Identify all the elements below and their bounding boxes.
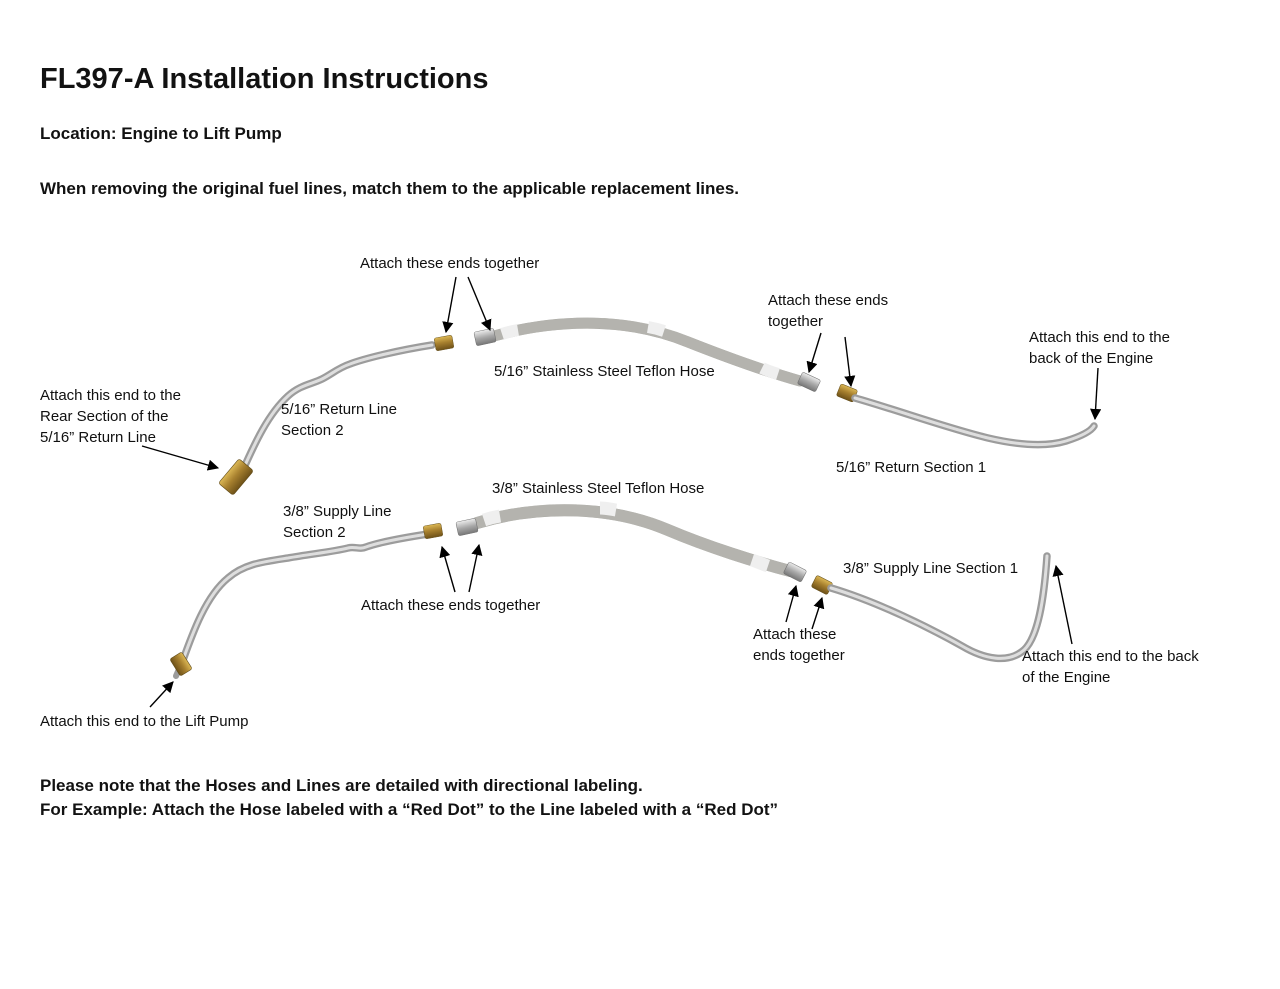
label-attach-engine-bottom: Attach this end to the back of the Engin…: [1022, 648, 1199, 686]
supply-section2-end-nut: [423, 523, 443, 539]
page-title: FL397-A Installation Instructions: [40, 63, 489, 95]
arrow-rear-section: [141, 445, 220, 471]
label-attach-lift-pump: Attach this end to the Lift Pump: [40, 713, 249, 730]
label-attach-ends-right-bottom: Attach these ends together: [753, 626, 845, 664]
label-attach-engine-top: Attach this end to the back of the Engin…: [1029, 329, 1170, 367]
arrow-right-bottom-a: [785, 584, 799, 623]
label-supply-line-section2: 3/8” Supply Line Section 2: [283, 503, 392, 541]
footer-note-line2: For Example: Attach the Hose labeled wit…: [40, 800, 779, 819]
arrow-mid-bottom-a: [439, 545, 456, 593]
arrow-attach-top-right: [467, 276, 492, 332]
arrow-mid-bottom-b: [468, 543, 483, 593]
arrow-engine-bottom: [1052, 564, 1073, 645]
return-section2-end-nut: [434, 335, 454, 351]
label-attach-rear-section: Attach this end to the Rear Section of t…: [40, 387, 181, 446]
label-return-line-section2: 5/16” Return Line Section 2: [281, 401, 397, 439]
label-supply-line-section1: 3/8” Supply Line Section 1: [843, 560, 1019, 577]
footer-note-line1: Please note that the Hoses and Lines are…: [40, 776, 643, 795]
hose-516-left-nut: [473, 328, 497, 346]
arrow-attach-top-left: [442, 276, 457, 334]
label-attach-ends-right-top: Attach these ends together: [768, 292, 889, 330]
hose-516-right-nut: [797, 372, 821, 392]
annotation-arrows: [141, 276, 1102, 708]
teflon-hose-38: [471, 501, 796, 577]
intro-line: When removing the original fuel lines, m…: [40, 179, 740, 198]
label-hose-516: 5/16” Stainless Steel Teflon Hose: [494, 363, 715, 380]
arrow-engine-top: [1090, 367, 1102, 421]
location-line: Location: Engine to Lift Pump: [40, 124, 282, 143]
label-return-section1: 5/16” Return Section 1: [836, 459, 987, 476]
label-hose-38: 3/8” Stainless Steel Teflon Hose: [492, 480, 705, 497]
label-attach-ends-mid-bottom: Attach these ends together: [361, 597, 541, 614]
lift-pump-end-nut: [170, 652, 192, 676]
hose-38-right-nut: [783, 562, 807, 582]
return-line-section2-tube: [238, 341, 436, 476]
arrow-right-top-b: [844, 336, 856, 388]
arrow-right-bottom-b: [811, 596, 825, 630]
arrow-right-top-a: [806, 332, 822, 374]
return-section1-tube: [851, 394, 1098, 449]
supply-section1-tube: [827, 552, 1051, 663]
return-line-rear-brass-union: [219, 459, 253, 495]
teflon-hose-516: [488, 317, 806, 387]
label-attach-ends-top: Attach these ends together: [360, 255, 540, 272]
hose-38-left-nut: [455, 518, 479, 536]
arrow-lift-pump: [149, 681, 174, 708]
